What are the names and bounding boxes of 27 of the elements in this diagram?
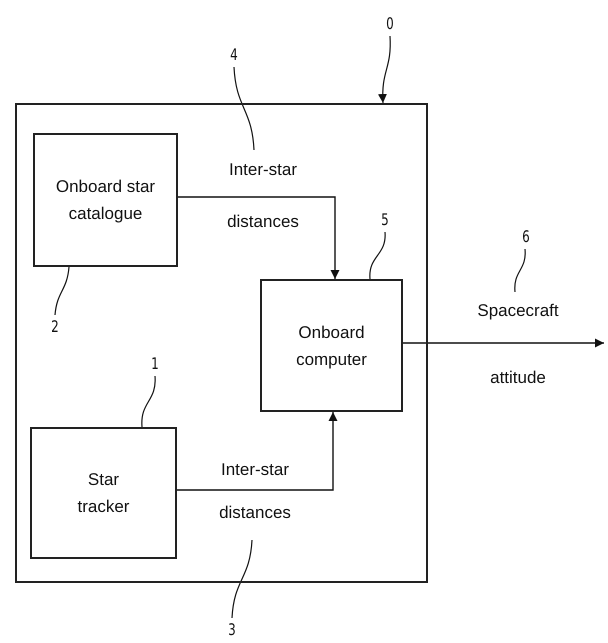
arrow <box>178 196 340 279</box>
callout-number: 3 <box>226 618 238 642</box>
callout-number: 4 <box>228 43 240 67</box>
system-box <box>15 103 428 583</box>
leader-line <box>369 232 386 280</box>
process-box <box>260 279 403 412</box>
arrow <box>177 412 338 491</box>
process-box <box>33 133 178 267</box>
leader-line <box>141 376 156 428</box>
callout-number: 0 <box>384 12 396 36</box>
leader-line <box>231 540 253 618</box>
leader-line <box>514 248 526 292</box>
edge-label: Inter-star distances <box>218 459 292 524</box>
process-box <box>30 427 177 559</box>
callout-number: 1 <box>149 352 161 376</box>
callout-number: 6 <box>520 225 532 249</box>
edge-label: Spacecraft attitude <box>476 300 560 389</box>
leader-line <box>233 66 255 150</box>
box-label: Onboard star catalogue <box>54 176 156 225</box>
box-label: Onboard computer <box>295 322 368 370</box>
callout-number: 5 <box>379 208 391 232</box>
leader-line <box>54 266 70 316</box>
box-label: Star tracker <box>76 469 130 518</box>
leader-line <box>378 36 391 104</box>
edge-label: Inter-star distances <box>226 159 300 233</box>
callout-number: 2 <box>49 315 61 339</box>
arrow <box>403 338 604 348</box>
